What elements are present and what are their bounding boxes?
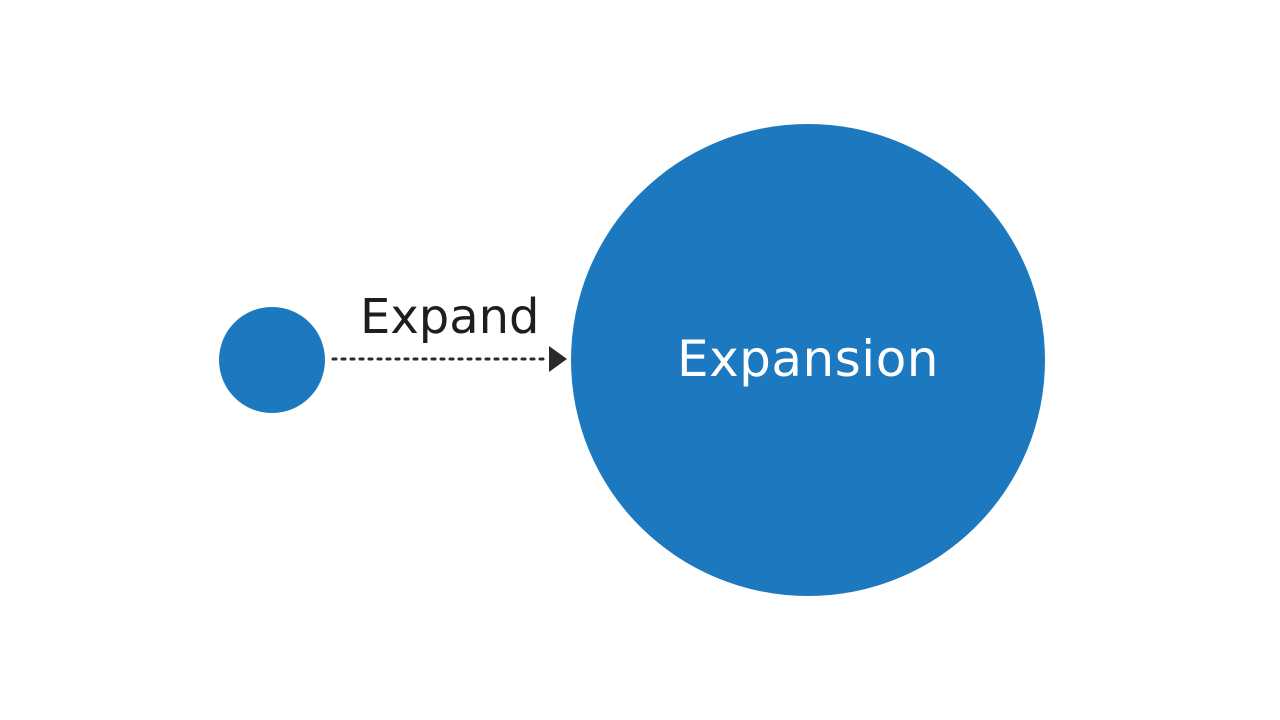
arrow-head-icon bbox=[549, 346, 567, 372]
arrow-label: Expand bbox=[360, 289, 540, 345]
target-circle: Expansion bbox=[571, 124, 1045, 596]
target-circle-label: Expansion bbox=[677, 330, 939, 388]
source-circle bbox=[219, 307, 325, 413]
